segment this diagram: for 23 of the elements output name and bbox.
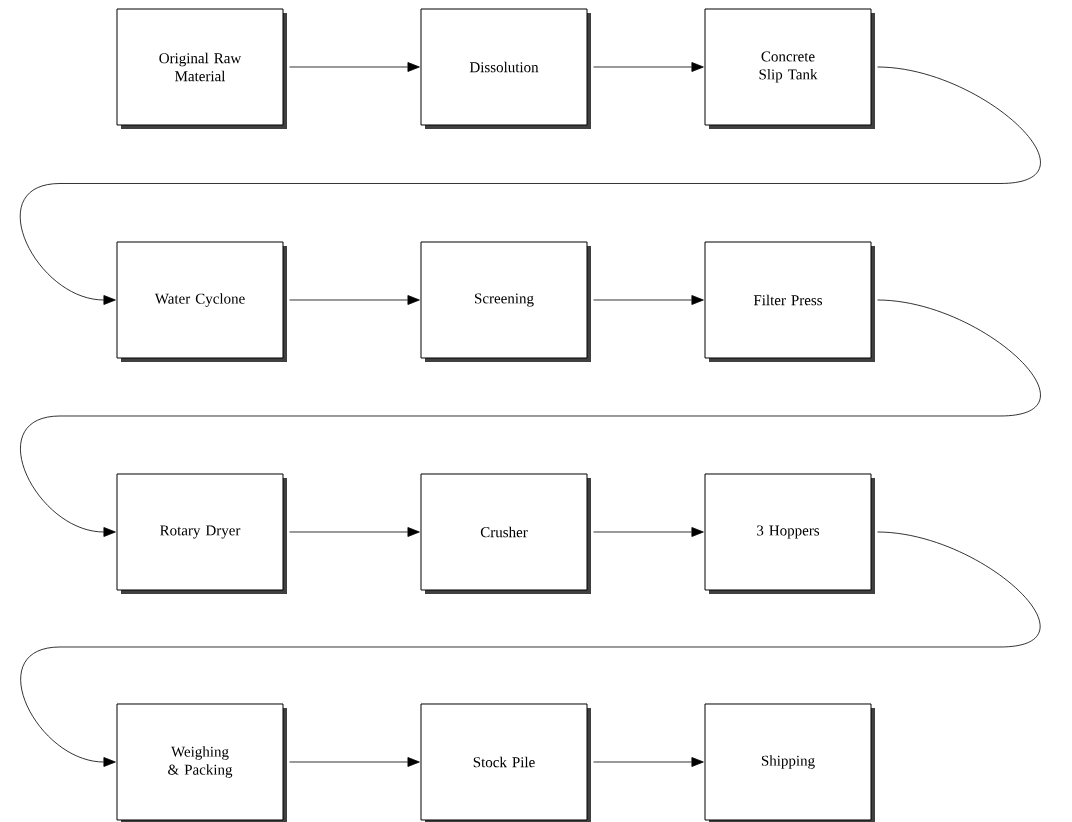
arrow	[593, 757, 704, 767]
arrow	[593, 527, 704, 537]
process-box: Stock Pile	[420, 703, 591, 822]
arrow	[289, 757, 420, 767]
process-box: Shipping	[704, 703, 875, 822]
process-box: Dissolution	[420, 8, 591, 129]
arrow	[289, 62, 420, 72]
arrow	[289, 527, 420, 537]
arrow	[20, 531, 1041, 767]
process-box: Filter Press	[704, 241, 875, 362]
arrow	[593, 295, 704, 305]
process-box: 3 Hoppers	[704, 473, 875, 594]
process-box: Concrete Slip Tank	[704, 8, 875, 129]
arrow	[593, 62, 704, 72]
arrow	[19, 66, 1041, 305]
arrow	[289, 295, 420, 305]
arrow	[20, 299, 1041, 537]
process-box: Crusher	[420, 473, 591, 594]
process-box: Rotary Dryer	[116, 473, 287, 594]
process-box: Original Raw Material	[116, 8, 287, 129]
process-box: Screening	[420, 241, 591, 362]
process-box: Water Cyclone	[116, 241, 287, 362]
process-box: Weighing & Packing	[116, 703, 287, 822]
